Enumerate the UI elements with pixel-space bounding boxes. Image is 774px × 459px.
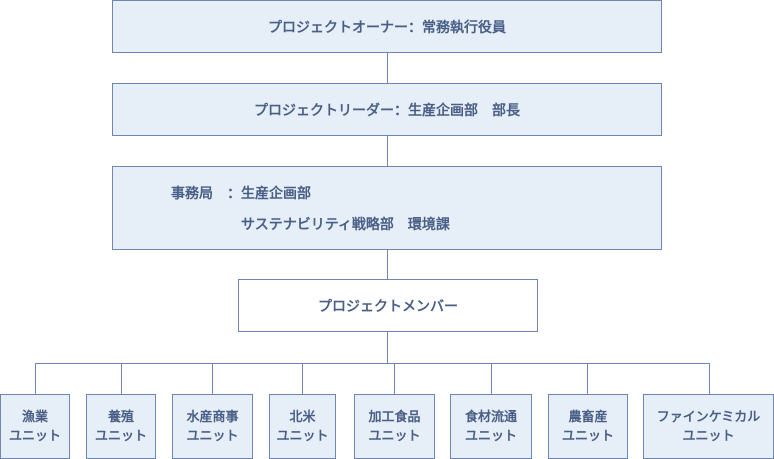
- unit-box-agriculture-livestock: 農畜産 ユニット: [548, 394, 628, 459]
- unit-box-north-america: 北米 ユニット: [269, 394, 336, 459]
- unit-bus-line: [35, 363, 710, 364]
- unit-suffix: ユニット: [561, 428, 614, 444]
- unit-drop-8: [709, 363, 710, 394]
- unit-name: 食材流通: [464, 409, 517, 425]
- unit-drop-6: [491, 363, 492, 394]
- unit-drop-5: [394, 363, 395, 394]
- unit-drop-2: [121, 363, 122, 394]
- project-leader-label: プロジェクトリーダー：生産企画部 部長: [254, 102, 520, 119]
- project-members-label: プロジェクトメンバー: [318, 298, 458, 315]
- unit-box-processed-food: 加工食品 ユニット: [354, 394, 435, 459]
- connector-secretariat-members: [387, 250, 388, 279]
- unit-suffix: ユニット: [682, 428, 735, 444]
- unit-box-seafood-trading: 水産商事 ユニット: [172, 394, 253, 459]
- unit-drop-4: [302, 363, 303, 394]
- unit-box-fine-chemical: ファインケミカル ユニット: [643, 394, 774, 459]
- project-owner-box: プロジェクトオーナー：常務執行役員: [112, 0, 662, 53]
- unit-name: 加工食品: [368, 409, 421, 425]
- project-leader-box: プロジェクトリーダー：生産企画部 部長: [112, 83, 662, 136]
- unit-name: 水産商事: [186, 409, 239, 425]
- unit-name: 養殖: [107, 409, 134, 425]
- connector-members-bus: [387, 332, 388, 363]
- unit-name: ファインケミカル: [656, 409, 761, 425]
- unit-suffix: ユニット: [368, 428, 421, 444]
- unit-name: 農畜産: [568, 409, 608, 425]
- unit-suffix: ユニット: [94, 428, 147, 444]
- secretariat-line-1: 事務局 ：生産企画部: [171, 186, 311, 202]
- unit-suffix: ユニット: [186, 428, 239, 444]
- unit-box-fishing: 漁業 ユニット: [0, 394, 70, 459]
- unit-suffix: ユニット: [276, 428, 329, 444]
- connector-owner-leader: [387, 53, 388, 83]
- connector-leader-secretariat: [387, 136, 388, 166]
- project-owner-label: プロジェクトオーナー：常務執行役員: [268, 19, 506, 36]
- secretariat-box: 事務局 ：生産企画部 サステナビリティ戦略部 環境課: [112, 166, 662, 250]
- unit-drop-3: [212, 363, 213, 394]
- unit-box-aquaculture: 養殖 ユニット: [86, 394, 156, 459]
- unit-name: 北米: [289, 409, 316, 425]
- unit-box-food-distribution: 食材流通 ユニット: [450, 394, 532, 459]
- project-members-box: プロジェクトメンバー: [238, 279, 538, 332]
- unit-drop-1: [35, 363, 36, 394]
- secretariat-line-2: サステナビリティ戦略部 環境課: [241, 217, 450, 233]
- unit-suffix: ユニット: [8, 428, 61, 444]
- unit-name: 漁業: [21, 409, 48, 425]
- unit-drop-7: [587, 363, 588, 394]
- unit-suffix: ユニット: [464, 428, 517, 444]
